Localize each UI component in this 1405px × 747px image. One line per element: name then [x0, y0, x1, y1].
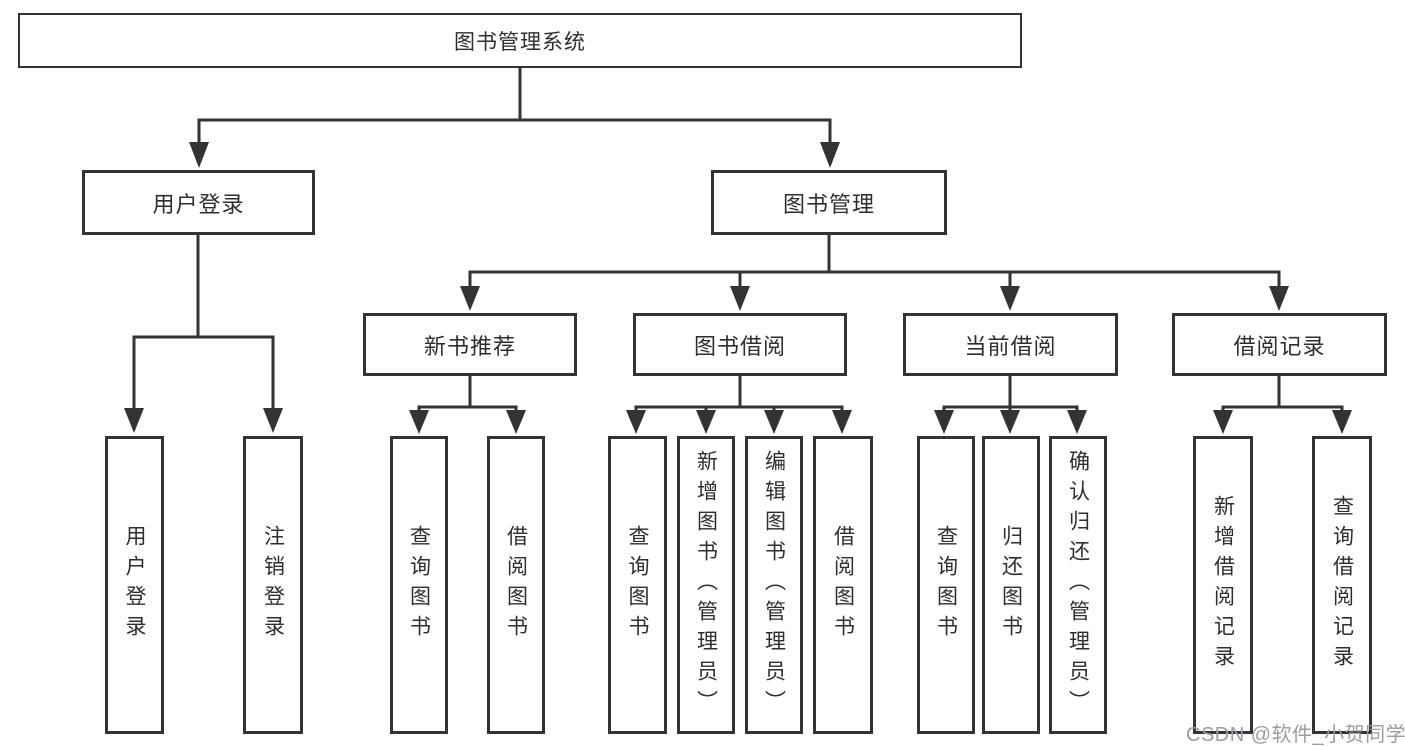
- leaf-borrow-books-recommend: 借阅图书: [487, 436, 545, 734]
- node-label: 归还图书: [999, 525, 1023, 645]
- node-label: 新增借阅记录: [1211, 495, 1235, 675]
- node-label: 当前借阅: [964, 333, 1057, 359]
- node-label: 用户登录: [123, 525, 146, 645]
- node-book-borrow: 图书借阅: [633, 313, 847, 376]
- arrowheads: [124, 142, 1352, 434]
- leaf-query-books-borrow: 查询图书: [608, 436, 667, 734]
- node-label: 查询图书: [626, 525, 649, 645]
- node-label: 注销登录: [261, 525, 285, 645]
- leaf-add-book-admin: 新增图书（管理员）: [677, 436, 735, 734]
- node-label: 借阅图书: [831, 525, 855, 645]
- node-book-management: 图书管理: [711, 170, 947, 235]
- node-label: 确认归还（管理员）: [1066, 450, 1090, 720]
- watermark: CSDN @软件_小贺同学: [1186, 724, 1405, 746]
- edges-borrow-records: [1221, 376, 1344, 412]
- leaf-query-books-current: 查询图书: [917, 436, 975, 734]
- node-label: 新增图书（管理员）: [694, 450, 718, 720]
- leaf-confirm-return-admin: 确认归还（管理员）: [1049, 436, 1107, 734]
- edges-root-to-level2: [197, 66, 832, 144]
- edges-user-login: [132, 235, 275, 410]
- leaf-query-books-recommend: 查询图书: [390, 436, 448, 734]
- node-user-login: 用户登录: [82, 170, 315, 235]
- node-borrow-records: 借阅记录: [1172, 313, 1387, 376]
- leaf-query-borrow-record: 查询借阅记录: [1312, 436, 1372, 734]
- leaf-edit-book-admin: 编辑图书（管理员）: [745, 436, 803, 734]
- node-label: 图书借阅: [693, 333, 786, 359]
- leaf-logout: 注销登录: [243, 436, 303, 734]
- leaf-add-borrow-record: 新增借阅记录: [1193, 436, 1253, 734]
- node-label: 查询图书: [407, 525, 431, 645]
- edges-book-borrow: [634, 376, 844, 412]
- node-current-borrow: 当前借阅: [903, 313, 1118, 376]
- node-label: 编辑图书（管理员）: [762, 450, 786, 720]
- node-label: 借阅图书: [504, 525, 528, 645]
- leaf-return-books: 归还图书: [982, 436, 1040, 734]
- node-library-management-system: 图书管理系统: [18, 13, 1022, 68]
- node-new-book-recommend: 新书推荐: [363, 313, 577, 376]
- node-label: 借阅记录: [1233, 333, 1326, 359]
- edges-new-book-recommend: [417, 376, 518, 412]
- edges-current-borrow: [942, 376, 1079, 412]
- node-label: 图书管理: [782, 191, 875, 217]
- node-label: 用户登录: [152, 191, 245, 217]
- node-label: 图书管理系统: [454, 30, 586, 54]
- edges-book-management: [468, 235, 1281, 288]
- leaf-borrow-books: 借阅图书: [813, 436, 873, 734]
- node-label: 查询借阅记录: [1330, 495, 1354, 675]
- node-label: 新书推荐: [423, 333, 516, 359]
- node-label: 查询图书: [934, 525, 958, 645]
- leaf-user-login: 用户登录: [105, 436, 164, 734]
